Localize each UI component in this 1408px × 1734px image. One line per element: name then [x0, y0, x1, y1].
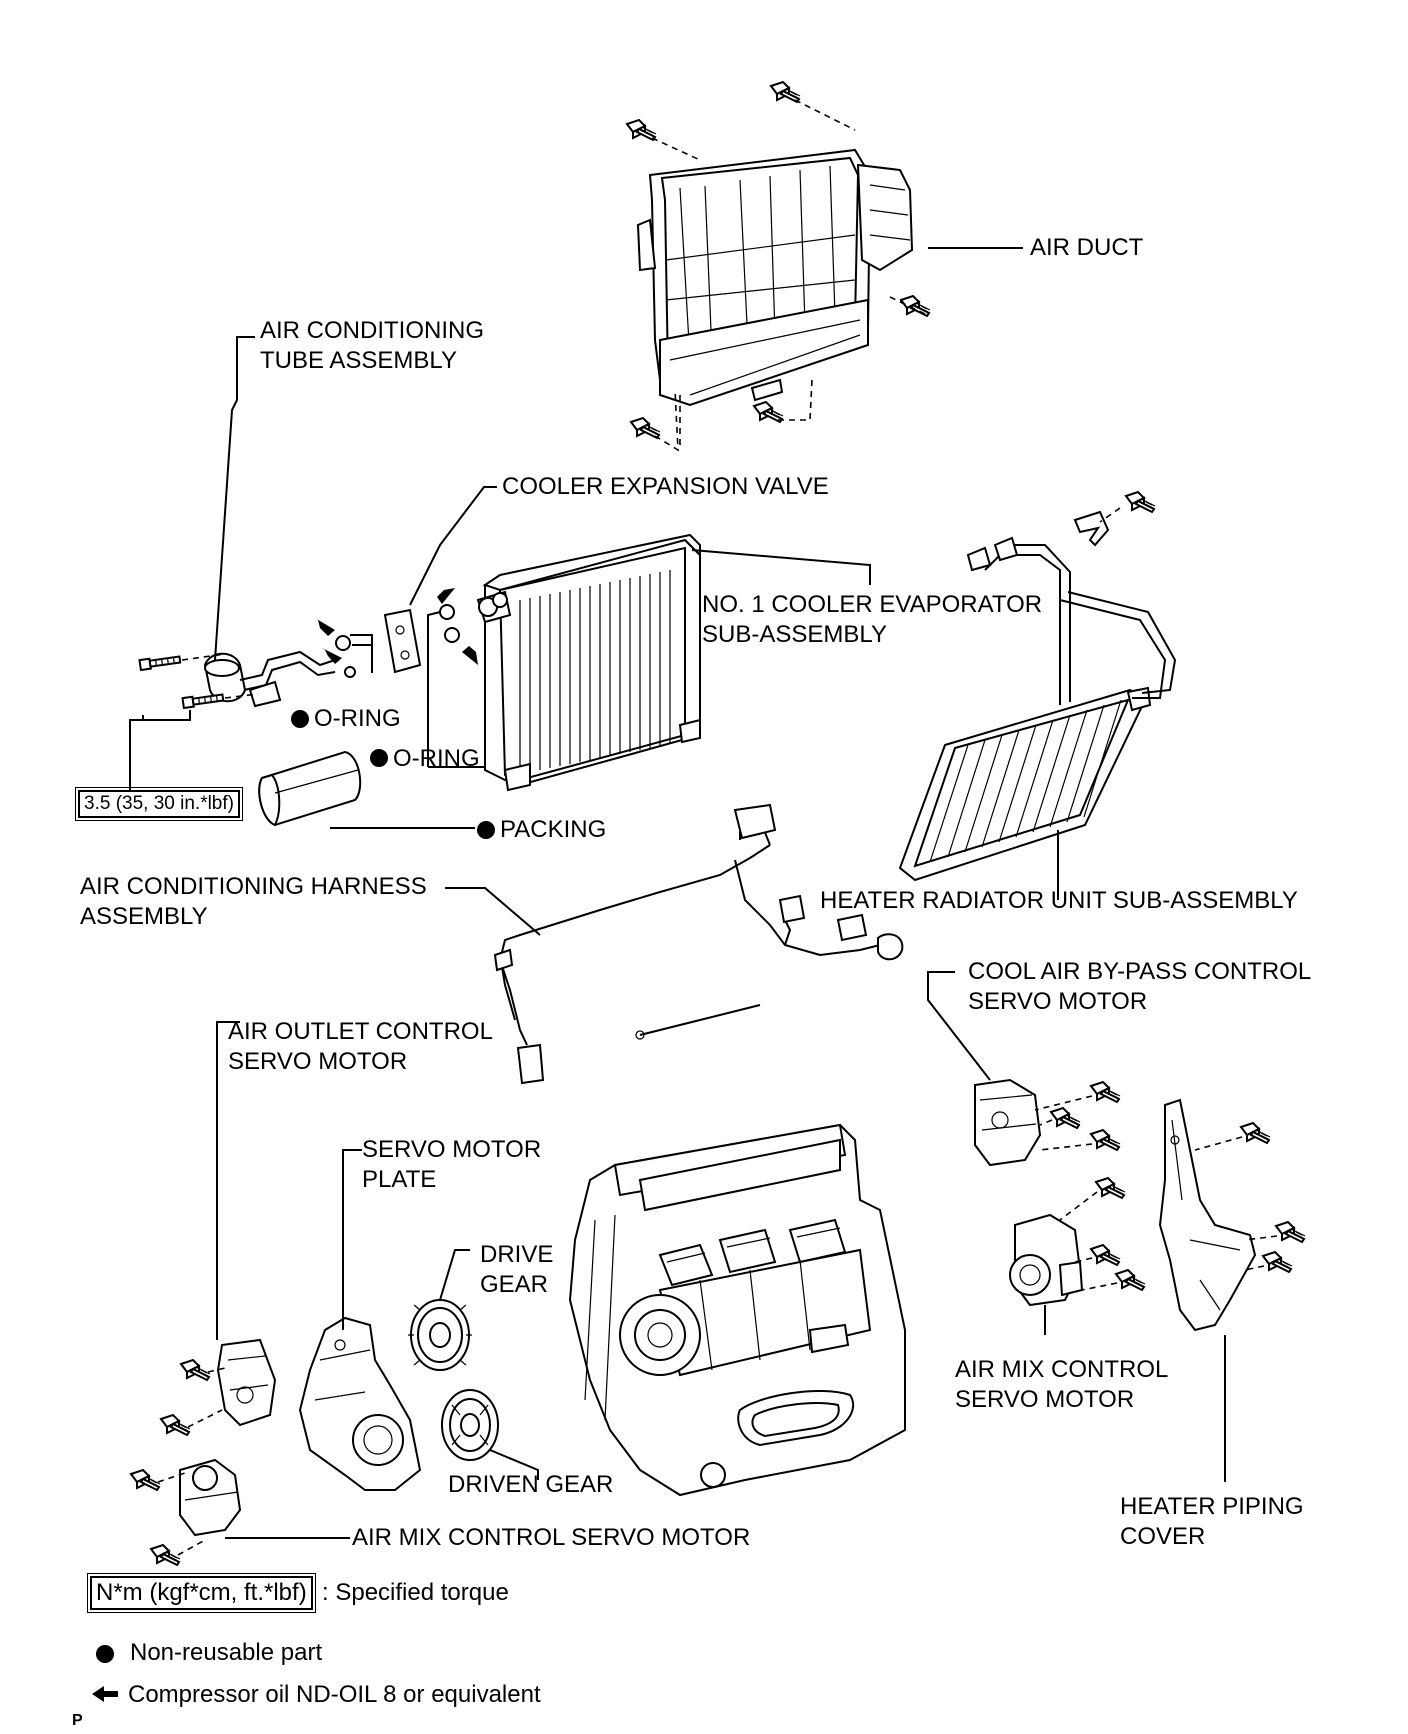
label-harness-line2: ASSEMBLY [80, 903, 208, 930]
air-duct-part [636, 148, 914, 407]
label-air-duct: AIR DUCT [1030, 234, 1144, 261]
heater-radiator-part [898, 510, 1177, 882]
harness-part [493, 803, 904, 1085]
label-drive-gear-line1: DRIVE [480, 1241, 554, 1268]
non-reusable-dot-icon [477, 821, 495, 839]
o-ring-part [444, 627, 460, 643]
label-servo-plate-line2: PLATE [362, 1166, 437, 1193]
screw-icon [1090, 1244, 1121, 1266]
non-reusable-dot-icon [370, 749, 388, 767]
non-reusable-dot-icon [96, 1645, 114, 1663]
screw-icon [770, 81, 801, 103]
air-mix-servo-right-part [1009, 1213, 1084, 1307]
o-ring-part [344, 666, 356, 678]
evaporator-part [476, 533, 701, 792]
label-heater-radiator: HEATER RADIATOR UNIT SUB-ASSEMBLY [820, 887, 1298, 914]
compressor-oil-arrow-icon [437, 588, 455, 604]
label-cool-air-bypass-line1: COOL AIR BY-PASS CONTROL [968, 958, 1312, 985]
drive-gear-part [408, 1299, 472, 1371]
page-code: P [72, 1712, 83, 1729]
screw-icon [130, 1469, 161, 1491]
label-driven-gear: DRIVEN GEAR [448, 1471, 614, 1498]
label-o-ring-1: O-RING [314, 705, 401, 732]
screw-icon [1240, 1122, 1271, 1144]
air-mix-servo-left-part [179, 1458, 242, 1537]
compressor-oil-arrow-icon [315, 618, 335, 636]
legend-nonreusable-desc: Non-reusable part [130, 1639, 323, 1666]
label-air-mix-right-line1: AIR MIX CONTROL [955, 1356, 1169, 1383]
screw-icon [626, 119, 657, 141]
screw-icon [1095, 1177, 1126, 1199]
label-evaporator-line2: SUB-ASSEMBLY [702, 621, 887, 648]
label-packing: PACKING [500, 816, 607, 843]
servo-motor-plate-part [298, 1316, 422, 1491]
leader-lines [129, 247, 1226, 1539]
screw-icon [1262, 1251, 1293, 1273]
driven-gear-part [441, 1389, 499, 1461]
ac-tube-part [203, 650, 336, 708]
screw-icon [900, 295, 931, 317]
cool-air-bypass-servo-part [974, 1078, 1042, 1167]
compressor-oil-arrow-icon [322, 648, 342, 664]
screw-icon [160, 1414, 191, 1436]
screw-icon [1090, 1081, 1121, 1103]
screw-icon [1115, 1269, 1146, 1291]
label-harness-line1: AIR CONDITIONING HARNESS [80, 873, 427, 900]
heater-piping-cover-part [1158, 1098, 1257, 1332]
screw-icon [753, 401, 784, 423]
label-ac-tube-line1: AIR CONDITIONING [260, 317, 485, 344]
heater-case-part [568, 1123, 906, 1497]
o-ring-part [439, 604, 455, 620]
compressor-oil-arrow-icon [462, 646, 478, 665]
o-ring-part [335, 635, 351, 651]
legend-torque-desc: : Specified torque [322, 1579, 509, 1606]
expansion-valve-part [383, 608, 422, 674]
packing-part [258, 750, 362, 827]
air-outlet-servo-part [216, 1338, 277, 1427]
bolt-icon [138, 653, 182, 672]
label-air-outlet-line2: SERVO MOTOR [228, 1048, 408, 1075]
screw-icon [180, 1359, 211, 1381]
label-evaporator-line1: NO. 1 COOLER EVAPORATOR [702, 591, 1043, 618]
legend-oil-desc: Compressor oil ND-OIL 8 or equivalent [128, 1681, 541, 1708]
label-o-ring-2: O-RING [393, 745, 480, 772]
label-heater-piping-line2: COVER [1120, 1523, 1206, 1550]
screw-icon [150, 1544, 181, 1566]
non-reusable-dot-icon [291, 710, 309, 728]
label-drive-gear-line2: GEAR [480, 1271, 549, 1298]
label-air-outlet-line1: AIR OUTLET CONTROL [228, 1018, 493, 1045]
screw-icon [1125, 491, 1156, 513]
label-servo-plate-line1: SERVO MOTOR [362, 1136, 542, 1163]
torque-spec-box: 3.5 (35, 30 in.*lbf) [75, 787, 243, 821]
screw-icon [1050, 1107, 1081, 1129]
label-cool-air-bypass-line2: SERVO MOTOR [968, 988, 1148, 1015]
screw-icon [1090, 1129, 1121, 1151]
bolt-icon [181, 691, 225, 710]
legend-torque-unit: N*m (kgf*cm, ft.*lbf) [87, 1573, 316, 1613]
label-air-mix-right-line2: SERVO MOTOR [955, 1386, 1135, 1413]
compressor-oil-arrow-icon [92, 1686, 118, 1702]
label-cooler-expansion-valve: COOLER EXPANSION VALVE [502, 473, 829, 500]
screw-icon [1275, 1221, 1306, 1243]
label-air-mix-left: AIR MIX CONTROL SERVO MOTOR [352, 1524, 751, 1551]
screw-icon [630, 417, 661, 439]
label-heater-piping-line1: HEATER PIPING [1120, 1493, 1304, 1520]
label-ac-tube-line2: TUBE ASSEMBLY [260, 347, 457, 374]
